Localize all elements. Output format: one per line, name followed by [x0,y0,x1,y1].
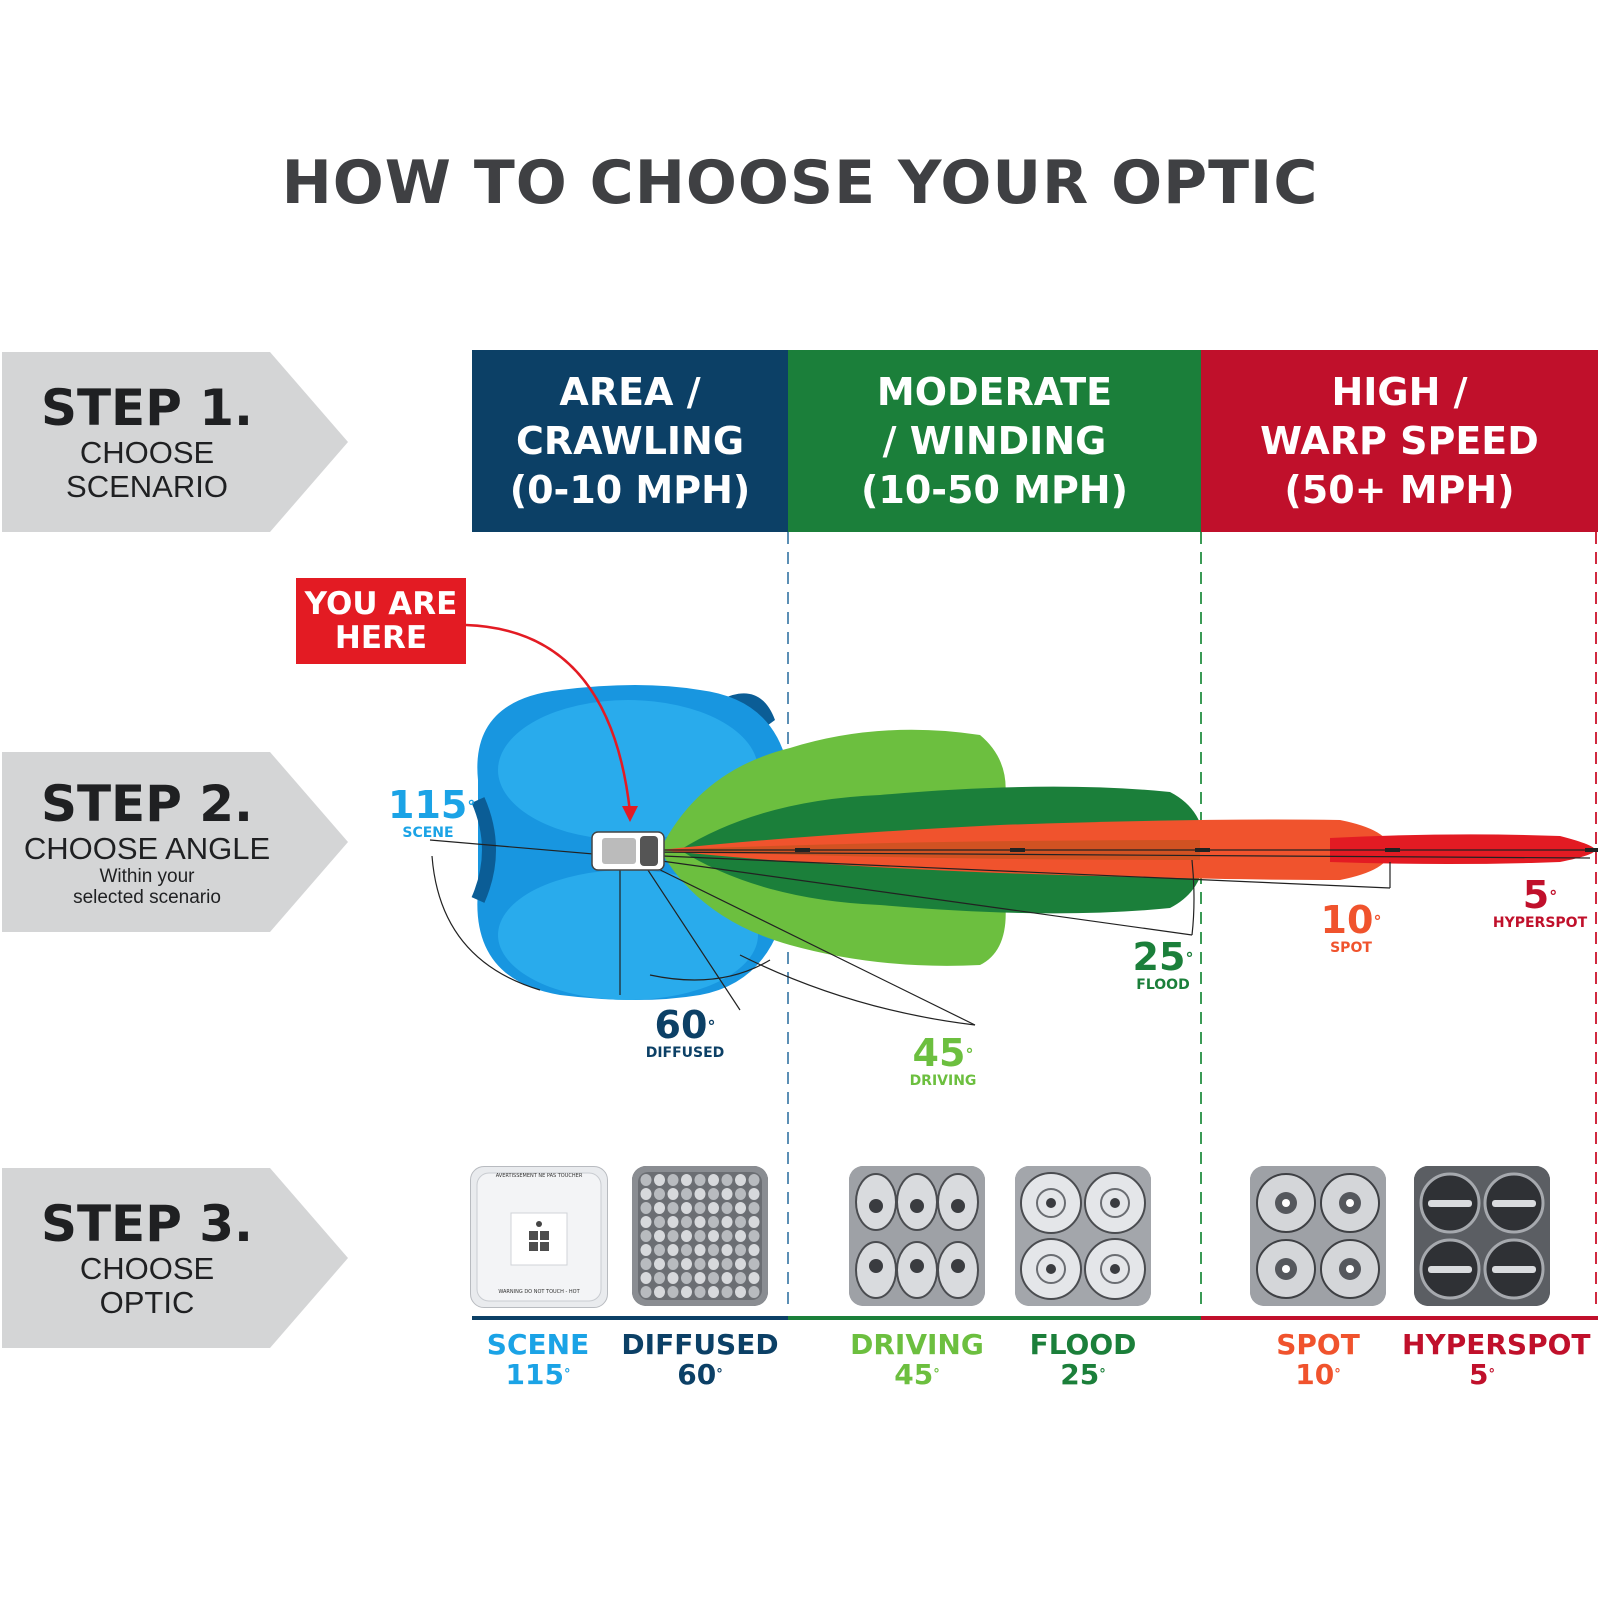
step-2-line-1: CHOOSE ANGLE [23,831,271,866]
flood-lens-icon [1015,1166,1151,1306]
step-1-text: STEP 1. CHOOSE SCENARIO [2,352,292,532]
you-are-here-badge: YOU ARE HERE [296,578,466,664]
degree-mark: ° [965,1045,974,1064]
degree-mark: ° [1373,912,1382,931]
degree-mark: ° [707,1017,716,1036]
optic-angle: 5 [1469,1358,1489,1391]
optic-name: FLOOD [1029,1328,1137,1361]
optic-caption-scene: SCENE 115° [458,1330,618,1390]
step-3-number: STEP 3. [40,1195,254,1253]
you-are-here-pointer [465,623,632,813]
step-3-text: STEP 3. CHOOSE OPTIC [2,1168,292,1348]
optic-name: SPOT [1276,1328,1360,1361]
degree-mark: ° [933,1367,940,1382]
degree-mark: ° [1334,1367,1341,1382]
step-arrow-shape [2,1168,348,1348]
optic-name: DRIVING [850,1328,984,1361]
step-2-note-1: Within your [99,866,195,887]
scenario-area-crawling: AREA / CRAWLING (0-10 MPH) [472,350,788,532]
step-2-note-2: selected scenario [73,887,221,908]
optic-angle: 60 [677,1358,717,1391]
step-1-number: STEP 1. [40,379,254,437]
step-1-arrow: STEP 1. CHOOSE SCENARIO [2,352,350,532]
angle-label-diffused: 60° DIFFUSED [640,1005,730,1061]
diffused-optic-image [632,1166,768,1306]
degree-mark: ° [1549,887,1558,906]
step-3-line-2: OPTIC [99,1285,195,1320]
spot-lens-icon [1250,1166,1386,1306]
angle-label-scene: 115° SCENE [388,783,475,841]
degree-mark: ° [1488,1367,1495,1382]
step-2-text: STEP 2. CHOOSE ANGLE Within your selecte… [2,752,292,932]
angle-name: HYPERSPOT [1492,915,1588,931]
optic-angle: 45 [894,1358,934,1391]
optic-caption-hyperspot: HYPERSPOT 5° [1402,1328,1591,1391]
angle-label-spot: 10° SPOT [1306,900,1396,956]
angle-name: FLOOD [1136,977,1190,993]
angle-rays [429,839,1591,1026]
degree-mark: ° [1099,1367,1106,1382]
hyperspot-optic-image [1414,1166,1550,1306]
spot-optic-image [1250,1166,1386,1306]
angle-value: 10 [1320,898,1374,942]
scenario-high-warp-speed: HIGH / WARP SPEED (50+ MPH) [1201,350,1598,532]
degree-mark: ° [716,1367,723,1382]
step-2-arrow: STEP 2. CHOOSE ANGLE Within your selecte… [2,752,350,932]
angle-name: SPOT [1330,940,1372,956]
degree-mark: ° [563,1367,571,1382]
scene-warning-top: AVERTISSEMENT NE PAS TOUCHER [495,1173,583,1179]
optic-name: DIFFUSED [621,1328,779,1361]
vehicle-icon [591,831,665,871]
angle-name: SCENE [402,825,454,841]
angle-label-driving: 45° DRIVING [898,1033,988,1089]
optic-angle: 10 [1295,1358,1335,1391]
optic-caption-spot: SPOT 10° [1238,1330,1398,1390]
pointer-arrowhead [622,806,638,822]
scene-optic-image: AVERTISSEMENT NE PAS TOUCHER WARNING DO … [470,1166,608,1308]
angle-value: 5 [1522,873,1550,917]
flood-optic-image [1015,1166,1151,1306]
optic-name: HYPERSPOT [1402,1328,1591,1361]
step-3-arrow: STEP 3. CHOOSE OPTIC [2,1168,350,1348]
degree-mark: ° [1185,949,1194,968]
driving-optic-image [849,1166,985,1306]
page-title: HOW TO CHOOSE YOUR OPTIC [281,148,1319,218]
driving-lens-icon [849,1166,985,1306]
optic-angle: 115 [505,1358,564,1391]
angle-value: 115 [388,783,468,827]
angle-name: DIFFUSED [645,1045,725,1061]
optic-name: SCENE [486,1328,590,1361]
step-3-line-1: CHOOSE [79,1251,215,1286]
angle-value: 45 [912,1031,966,1075]
hyperspot-beam [1330,834,1595,864]
step-arrow-shape [2,752,348,932]
angle-name: DRIVING [909,1073,977,1089]
angle-label-flood: 25° FLOOD [1118,937,1208,993]
scenario-moderate-winding: MODERATE / WINDING (10-50 MPH) [788,350,1201,532]
angle-value: 25 [1132,935,1186,979]
step-arrow-shape [2,352,348,532]
optic-caption-driving: DRIVING 45° [837,1330,997,1390]
diffused-lens-icon [632,1166,768,1306]
angle-value: 60 [654,1003,708,1047]
optic-angle: 25 [1060,1358,1100,1391]
scene-warning-bottom: WARNING DO NOT TOUCH - HOT [498,1289,580,1295]
degree-mark: ° [467,797,476,816]
hyperspot-lens-icon [1414,1166,1550,1306]
optic-caption-flood: FLOOD 25° [1003,1330,1163,1390]
optic-caption-diffused: DIFFUSED 60° [620,1330,780,1390]
angle-label-hyperspot: 5° HYPERSPOT [1480,875,1600,931]
step-2-number: STEP 2. [40,775,254,833]
step-1-line-1: CHOOSE [79,435,215,470]
scene-lens-icon [476,1172,602,1302]
step-1-line-2: SCENARIO [66,469,228,504]
